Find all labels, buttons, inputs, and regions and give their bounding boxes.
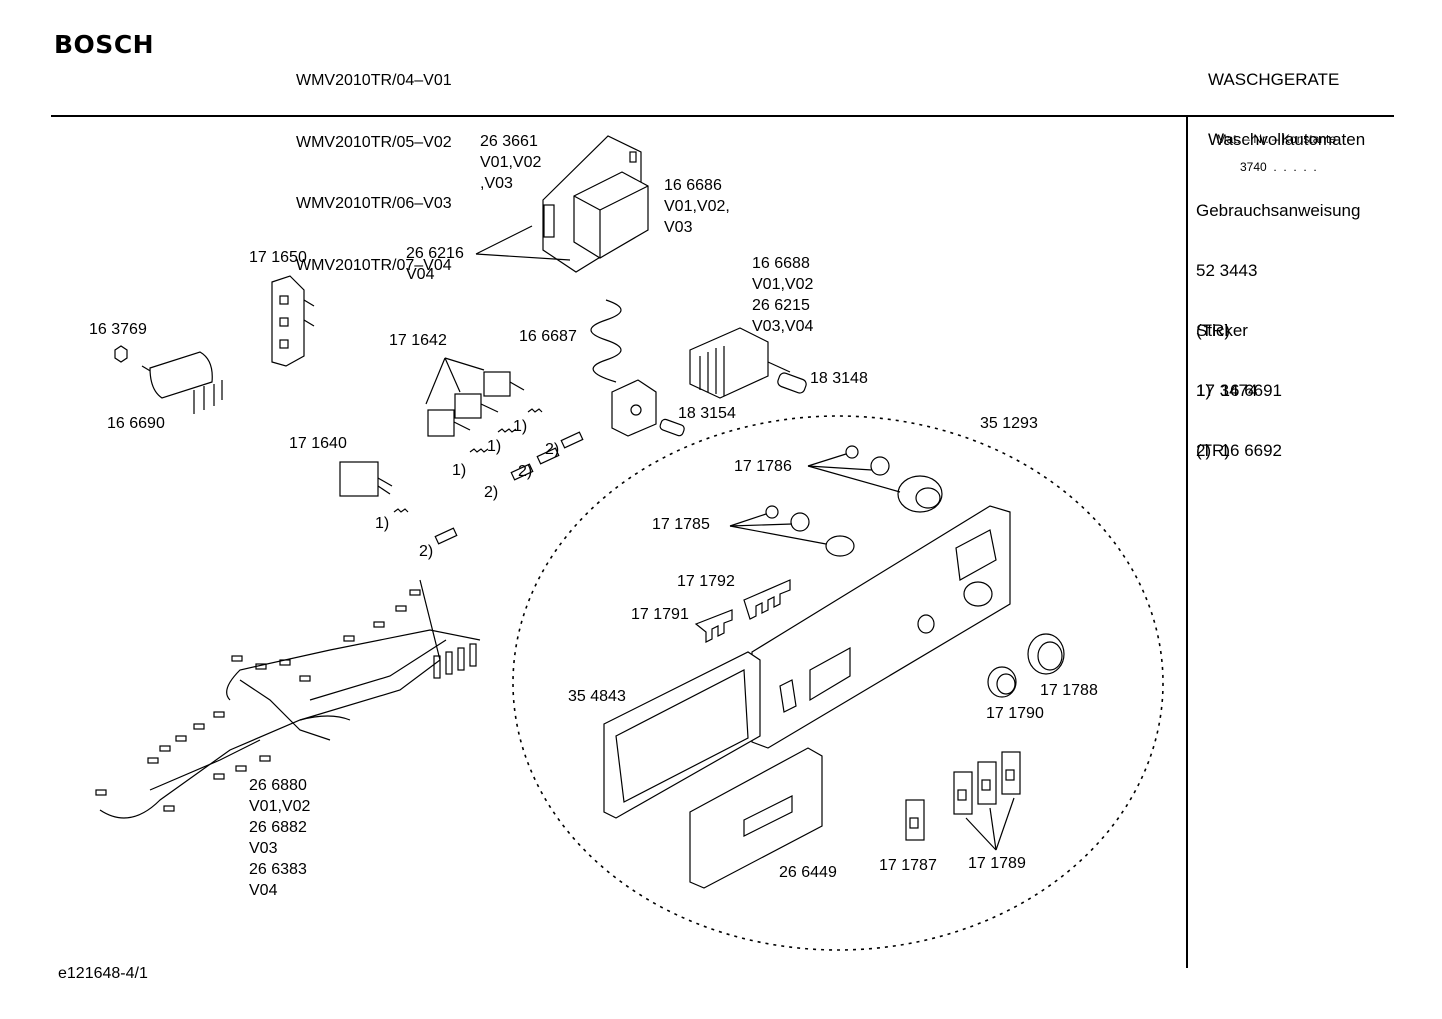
note-marker: 1): [452, 462, 467, 479]
drawer-handle: [603, 651, 761, 819]
part-label: 26 6880 V01,V02 26 6882 V03 26 6383 V04: [249, 777, 311, 899]
switch-single: [339, 461, 393, 497]
shaft-183154: [659, 418, 685, 437]
part-label: 26 6216 V04: [406, 245, 464, 283]
model-line: WMV2010TR/05–V02: [296, 133, 452, 151]
switch-block: [425, 357, 525, 437]
manual-block: Gebrauchsanweisung 52 3443 (TR) 1) 16 66…: [1196, 161, 1360, 481]
part-label: 35 1293: [980, 415, 1038, 432]
sleeves: [434, 431, 584, 545]
model-line: WMV2010TR/07–V04: [296, 256, 452, 274]
part-label: 17 1640: [289, 435, 347, 452]
capacitor: [114, 345, 223, 414]
note-marker: 2): [518, 463, 533, 480]
panel-group-outline: [512, 415, 1164, 951]
note-marker: 1): [375, 515, 390, 532]
category-heading: WASCHGERATE Waschvollautomaten: [1208, 30, 1365, 170]
brand-logo: BOSCH: [54, 30, 155, 59]
part-label: 16 6690: [107, 415, 165, 432]
manual-item: 2) 16 6692: [1196, 441, 1283, 460]
knob-parts-mid: [729, 505, 855, 557]
part-label: 26 3661 V01,V02 ,V03: [480, 133, 542, 192]
sidebar-divider: [1186, 116, 1188, 968]
sticker-number: 17 3474: [1196, 381, 1258, 400]
mounting-bracket: [271, 275, 315, 367]
part-label: 17 1787: [879, 857, 937, 874]
manual-item: 1) 16 6691: [1196, 381, 1283, 400]
wire-coil: [590, 299, 622, 383]
part-label: 35 4843: [568, 688, 626, 705]
part-label: 17 1788: [1040, 682, 1098, 699]
material-value: 3740 . . . . .: [1240, 160, 1317, 174]
part-label: 18 3154: [678, 405, 736, 422]
material-number: Mat. – Nr. – Konstante 3740 . . . . .: [1210, 118, 1336, 188]
clips: [694, 579, 791, 643]
model-line: WMV2010TR/04–V01: [296, 72, 452, 89]
part-label: 17 1789: [968, 855, 1026, 872]
control-module: [542, 135, 649, 273]
manual-lang: (TR): [1196, 321, 1230, 340]
knob-large: [1027, 633, 1065, 675]
manual-number: 52 3443: [1196, 261, 1258, 280]
timer-motor: [611, 379, 657, 437]
part-label: 17 1790: [986, 705, 1044, 722]
document-code: e121648-4/1: [58, 965, 148, 982]
wiring-harness: [95, 579, 481, 819]
shaft-183148: [777, 372, 807, 394]
note-marker: 2): [419, 543, 434, 560]
note-marker: 1): [513, 418, 528, 435]
part-label: 16 6687: [519, 328, 577, 345]
springs: [393, 408, 543, 513]
sticker-title: Sticker: [1196, 321, 1248, 340]
subcategory: Waschvollautomaten: [1208, 130, 1366, 149]
note-marker: 1): [487, 438, 502, 455]
push-buttons: [905, 751, 1021, 851]
header-divider: [51, 115, 1394, 117]
part-label: 16 6686 V01,V02, V03: [664, 177, 730, 236]
note-marker: 2): [484, 484, 499, 501]
manual-title: Gebrauchsanweisung: [1196, 201, 1361, 220]
part-label: 17 1791: [631, 606, 689, 623]
sticker-block: Sticker 17 3474 (TR): [1196, 281, 1257, 481]
program-cover: [689, 747, 823, 889]
part-label: 17 1642: [389, 332, 447, 349]
part-label: 18 3148: [810, 370, 868, 387]
part-label: 26 6449: [779, 864, 837, 881]
knob-parts-top: [807, 445, 943, 513]
material-label: Mat. – Nr. – Konstante: [1216, 132, 1337, 146]
part-label: 17 1785: [652, 516, 710, 533]
part-label: 17 1792: [677, 573, 735, 590]
sticker-lang: (TR): [1196, 441, 1230, 460]
part-label: 17 1786: [734, 458, 792, 475]
model-list: WMV2010TR/04–V01 WMV2010TR/05–V02 WMV201…: [296, 30, 452, 297]
part-label: 16 6688 V01,V02 26 6215 V03,V04: [752, 255, 814, 335]
category: WASCHGERATE: [1208, 70, 1340, 89]
control-panel: [751, 505, 1011, 749]
program-timer: [689, 327, 791, 399]
model-line: WMV2010TR/06–V03: [296, 195, 452, 212]
note-marker: 2): [545, 441, 560, 458]
part-label: 16 3769: [89, 321, 147, 338]
part-label: 17 1650: [249, 249, 307, 266]
